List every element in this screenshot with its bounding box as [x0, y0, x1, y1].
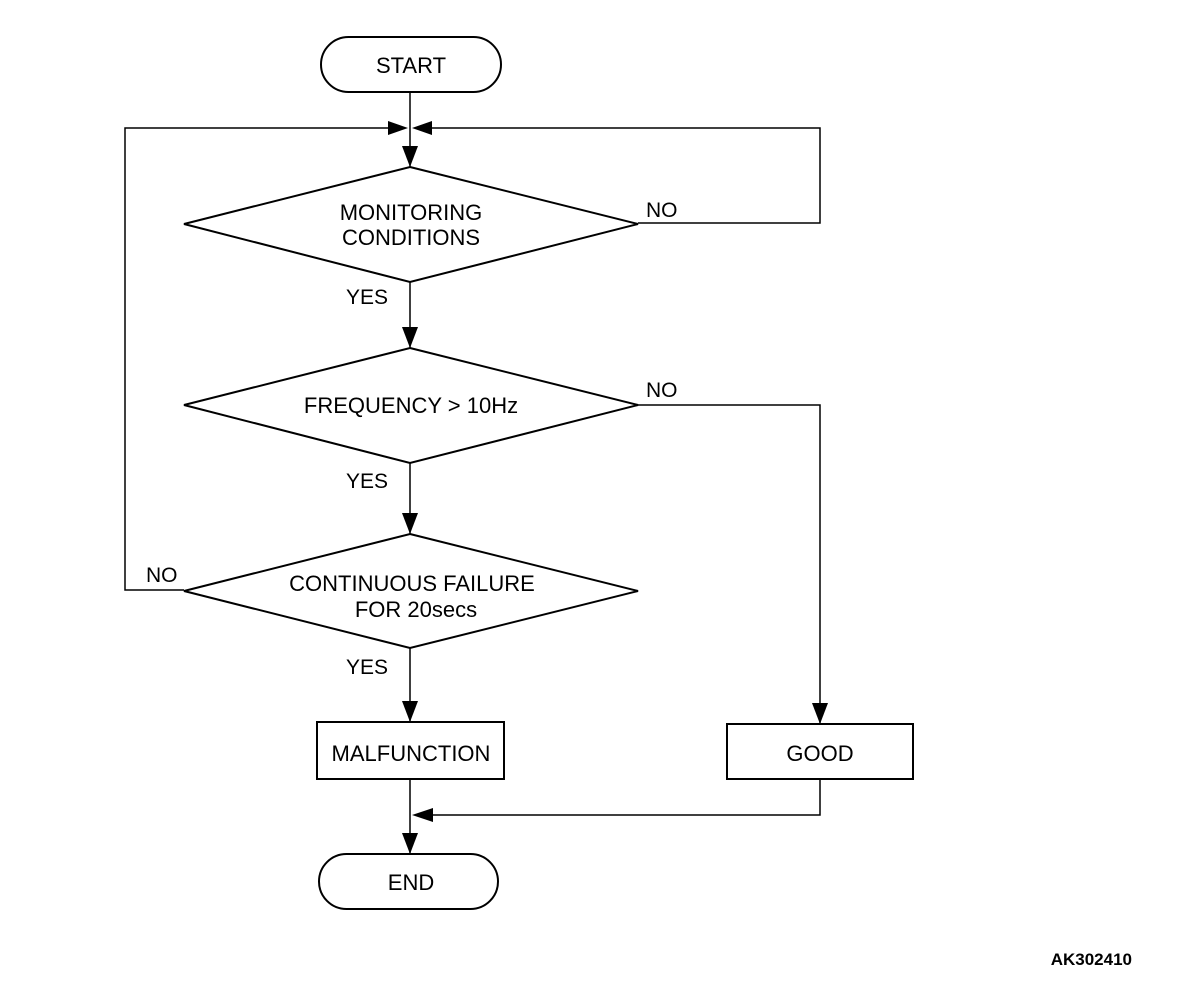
- malfunction-label: MALFUNCTION: [332, 741, 491, 766]
- frequency-no-label: NO: [646, 379, 678, 402]
- arrowhead-into-good: [812, 703, 828, 724]
- frequency-diamond: [183, 346, 639, 465]
- failure-no-label: NO: [146, 564, 178, 587]
- arrowhead-into-failure: [402, 513, 418, 534]
- connector-good-to-end: [418, 779, 821, 816]
- end-node: END: [318, 853, 499, 910]
- end-label: END: [388, 870, 434, 895]
- failure-diamond: [183, 532, 639, 650]
- start-label: START: [376, 53, 446, 78]
- connectors: [124, 92, 821, 854]
- frequency-yes-label: YES: [346, 470, 388, 493]
- failure-yes-label: YES: [346, 656, 388, 679]
- arrowhead-into-monitoring: [402, 146, 418, 167]
- monitoring-label-line2: CONDITIONS: [342, 225, 480, 250]
- arrowhead-good-merge: [412, 808, 433, 822]
- monitoring-conditions-decision: MONITORING CONDITIONS: [183, 165, 639, 284]
- arrowheads: [388, 121, 828, 854]
- start-node: START: [320, 36, 502, 93]
- good-label: GOOD: [786, 741, 853, 766]
- arrowhead-into-frequency: [402, 327, 418, 348]
- failure-label-line2: FOR 20secs: [355, 597, 477, 622]
- connector-failure-no-loop: [124, 127, 402, 591]
- good-node: GOOD: [726, 723, 914, 780]
- monitoring-yes-label: YES: [346, 286, 388, 309]
- arrowhead-into-end: [402, 833, 418, 854]
- continuous-failure-decision: CONTINUOUS FAILURE FOR 20secs: [183, 532, 639, 650]
- good-box: [726, 723, 914, 780]
- failure-label-line1: CONTINUOUS FAILURE: [289, 571, 535, 596]
- arrowhead-right-merge: [412, 121, 432, 135]
- arrowhead-into-malfunction: [402, 701, 418, 722]
- arrowhead-left-merge: [388, 121, 408, 135]
- figure-code: AK302410: [1051, 950, 1132, 969]
- monitoring-no-label: NO: [646, 199, 678, 222]
- connector-frequency-no-to-good: [638, 404, 821, 724]
- start-terminator: [320, 36, 502, 93]
- malfunction-box: [316, 721, 505, 780]
- malfunction-node: MALFUNCTION: [316, 721, 505, 780]
- frequency-decision: FREQUENCY > 10Hz: [183, 346, 639, 465]
- connector-monitoring-no-loop: [418, 127, 821, 224]
- monitoring-label-line1: MONITORING: [340, 200, 483, 225]
- branch-labels: NO YES NO YES NO YES: [146, 199, 678, 679]
- end-terminator: [318, 853, 499, 910]
- monitoring-diamond: [183, 165, 639, 284]
- frequency-label: FREQUENCY > 10Hz: [304, 393, 518, 418]
